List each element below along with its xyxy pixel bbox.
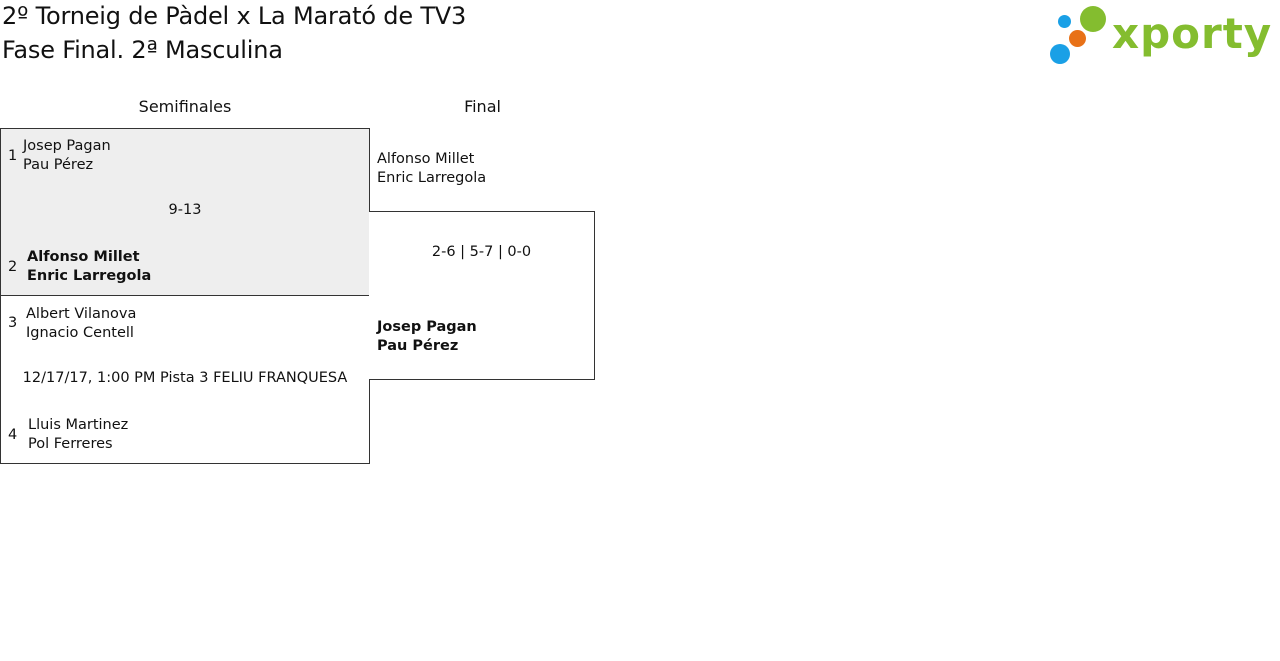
player-name: Pol Ferreres [28,436,113,452]
player-name: Ignacio Centell [26,325,134,341]
tournament-title: 2º Torneig de Pàdel x La Marató de TV3 [2,2,467,30]
final-player-name: Alfonso Millet [377,151,475,167]
player-name: Pau Pérez [23,157,94,173]
match-schedule: 12/17/17, 1:00 PM Pista 3 FELIU FRANQUES… [22,370,348,386]
final-score: 2-6 | 5-7 | 0-0 [431,244,532,260]
seed-number: 3 [8,315,18,331]
phase-subtitle: Fase Final. 2ª Masculina [2,36,283,64]
final-match[interactable]: 2-6 | 5-7 | 0-0 Josep Pagan Pau Pérez [369,211,595,380]
xporty-logo: xporty [1050,4,1274,66]
match-score: 9-13 [168,202,202,218]
final-player-name: Enric Larregola [377,170,487,186]
semifinal-match-2[interactable]: 3 Albert Vilanova Ignacio Centell 12/17/… [0,295,370,464]
winner-player-name: Alfonso Millet [27,249,140,265]
logo-orange-dot [1069,30,1086,47]
seed-number: 2 [8,259,18,275]
logo-wordmark: xporty [1112,9,1273,58]
player-name: Albert Vilanova [26,306,137,322]
final-winner-name: Josep Pagan [377,319,477,335]
winner-player-name: Enric Larregola [27,268,152,284]
final-heading: Final [464,97,501,116]
semifinal-match-1[interactable]: 1 Josep Pagan Pau Pérez 9-13 2 Alfonso M… [0,128,370,296]
semifinals-heading: Semifinales [138,97,232,116]
seed-number: 1 [8,148,18,164]
logo-blue-dot-small [1058,15,1071,28]
logo-green-dot [1080,6,1106,32]
player-name: Lluis Martinez [28,417,129,433]
final-winner-name: Pau Pérez [377,338,459,354]
logo-blue-dot [1050,44,1070,64]
player-name: Josep Pagan [23,138,111,154]
seed-number: 4 [8,427,18,443]
